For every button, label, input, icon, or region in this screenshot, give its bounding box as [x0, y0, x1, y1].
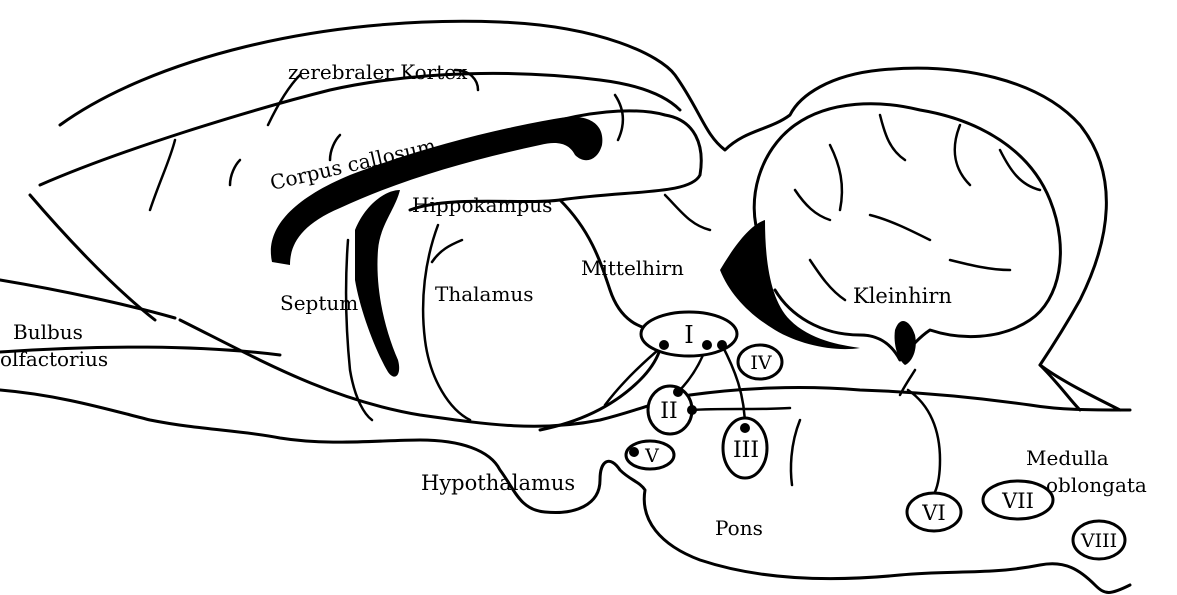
sulcus-3 [150, 140, 175, 210]
hypothalamus-label: Hypothalamus [421, 471, 575, 495]
nucleus-V-label: V [644, 445, 659, 467]
nucleus-V-dot [629, 447, 639, 457]
cerebellum-label: Kleinhirn [853, 284, 952, 308]
medulla-line [908, 390, 940, 492]
nucleus-IV-label: IV [750, 352, 772, 374]
septum-label: Septum [280, 291, 358, 315]
pons-label: Pons [715, 516, 763, 540]
pons-line [791, 420, 800, 485]
sulcus-5 [230, 160, 240, 185]
nucleus-I-dot [659, 340, 669, 350]
olfactory-top-line [0, 280, 175, 318]
thalamus-branch [432, 240, 462, 262]
nucleus-II-dot-2 [687, 405, 697, 415]
medulla-label-line1: Medulla [1026, 446, 1109, 470]
nucleus-I-dot-3 [717, 340, 727, 350]
folia-2 [880, 115, 905, 160]
nucleus-II-dot [673, 387, 683, 397]
midbrain-label: Mittelhirn [581, 256, 684, 280]
frontal-line [30, 195, 155, 320]
midbrain-lower [540, 330, 662, 430]
folia-7 [810, 260, 845, 300]
nucleus-III-label: III [733, 438, 759, 463]
fornix-shape [355, 190, 400, 377]
folia-8 [795, 190, 830, 220]
folia-5 [870, 215, 930, 240]
nucleus-III-dot [740, 423, 750, 433]
folia-3 [955, 125, 970, 185]
folia-6 [950, 260, 1010, 270]
medulla-label-line2: oblongata [1046, 473, 1147, 497]
olfactory-bulb-label-line2: olfactorius [0, 347, 108, 371]
nucleus-VII-label: VII [1001, 489, 1034, 513]
folia-1 [830, 145, 842, 210]
cerebellum-ventricle [720, 220, 860, 349]
corpus-callosum-shape [271, 117, 603, 265]
nucleus-II-label: II [660, 399, 677, 424]
nucleus-I-label: I [684, 321, 693, 349]
nerve-II-right-connector [692, 408, 790, 410]
hippocampus-fold [615, 95, 623, 140]
nucleus-I-dot-2 [702, 340, 712, 350]
olfactory-bulb-label-line1: Bulbus [13, 320, 83, 344]
thalamus-label: Thalamus [435, 282, 534, 306]
hippocampus-label: Hippokampus [412, 193, 552, 217]
cortex-label: zerebraler Kortex [288, 60, 468, 84]
nucleus-VI-label: VI [921, 501, 945, 525]
midbrain-sulcus [665, 195, 710, 230]
thalamus-line [423, 225, 470, 420]
cerebellum-outline [754, 104, 1060, 360]
nucleus-VIII-label: VIII [1080, 530, 1117, 552]
